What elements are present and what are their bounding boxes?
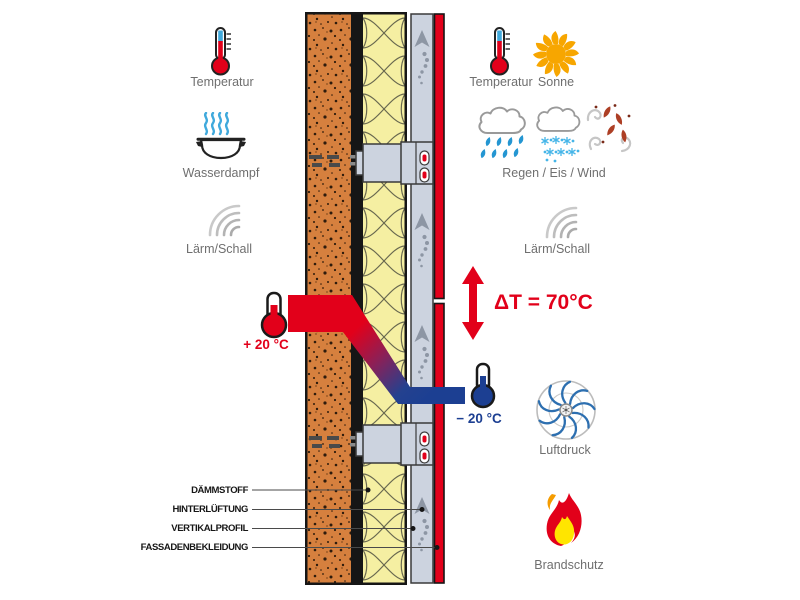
snow-cloud-icon bbox=[536, 106, 581, 163]
layer-cladding bbox=[433, 13, 445, 584]
sun-icon bbox=[533, 31, 579, 77]
brandschutz-label: Brandschutz bbox=[534, 558, 604, 572]
outdoor-thermometer bbox=[470, 362, 496, 409]
delta-t-label: ΔT = 70°C bbox=[494, 291, 593, 314]
wasserdampf-label: Wasserdampf bbox=[182, 166, 260, 180]
flame-icon bbox=[546, 493, 582, 546]
wind-leaves-icon bbox=[586, 104, 632, 153]
leader-lines bbox=[252, 489, 437, 549]
outdoor-temp-label: − 20 °C bbox=[456, 411, 502, 426]
interior-temperatur-label: Temperatur bbox=[190, 75, 254, 89]
layer-label-fassadenbekleidung: FASSADENBEKLEIDUNG bbox=[140, 542, 249, 553]
leader-dots bbox=[365, 487, 440, 550]
layer-insulation bbox=[363, 14, 405, 583]
exterior-temperatur-label: Temperatur bbox=[469, 75, 533, 89]
exterior-laerm-label: Lärm/Schall bbox=[524, 242, 590, 256]
layer-label-hinterlueftung: HINTERLÜFTUNG bbox=[172, 504, 248, 515]
regen-eis-wind-label: Regen / Eis / Wind bbox=[502, 166, 606, 180]
indoor-thermometer bbox=[260, 291, 288, 339]
layer-label-daemmstoff: DÄMMSTOFF bbox=[191, 484, 248, 496]
thermometer-icon bbox=[211, 27, 231, 76]
sound-waves-icon bbox=[545, 206, 578, 239]
sound-waves-icon bbox=[208, 204, 241, 237]
rain-cloud-icon bbox=[478, 106, 526, 159]
sonne-label: Sonne bbox=[537, 75, 575, 89]
thermometer-icon bbox=[490, 27, 510, 76]
delta-t-arrow-icon bbox=[462, 266, 484, 340]
heat-flow-band bbox=[288, 295, 465, 404]
layer-label-vertikalprofil: VERTIKALPROFIL bbox=[171, 523, 248, 534]
steam-pot-icon bbox=[196, 112, 246, 160]
interior-laerm-label: Lärm/Schall bbox=[186, 242, 252, 256]
fan-icon bbox=[536, 380, 596, 440]
indoor-temp-label: + 20 °C bbox=[243, 337, 289, 352]
luftdruck-label: Luftdruck bbox=[539, 443, 591, 457]
